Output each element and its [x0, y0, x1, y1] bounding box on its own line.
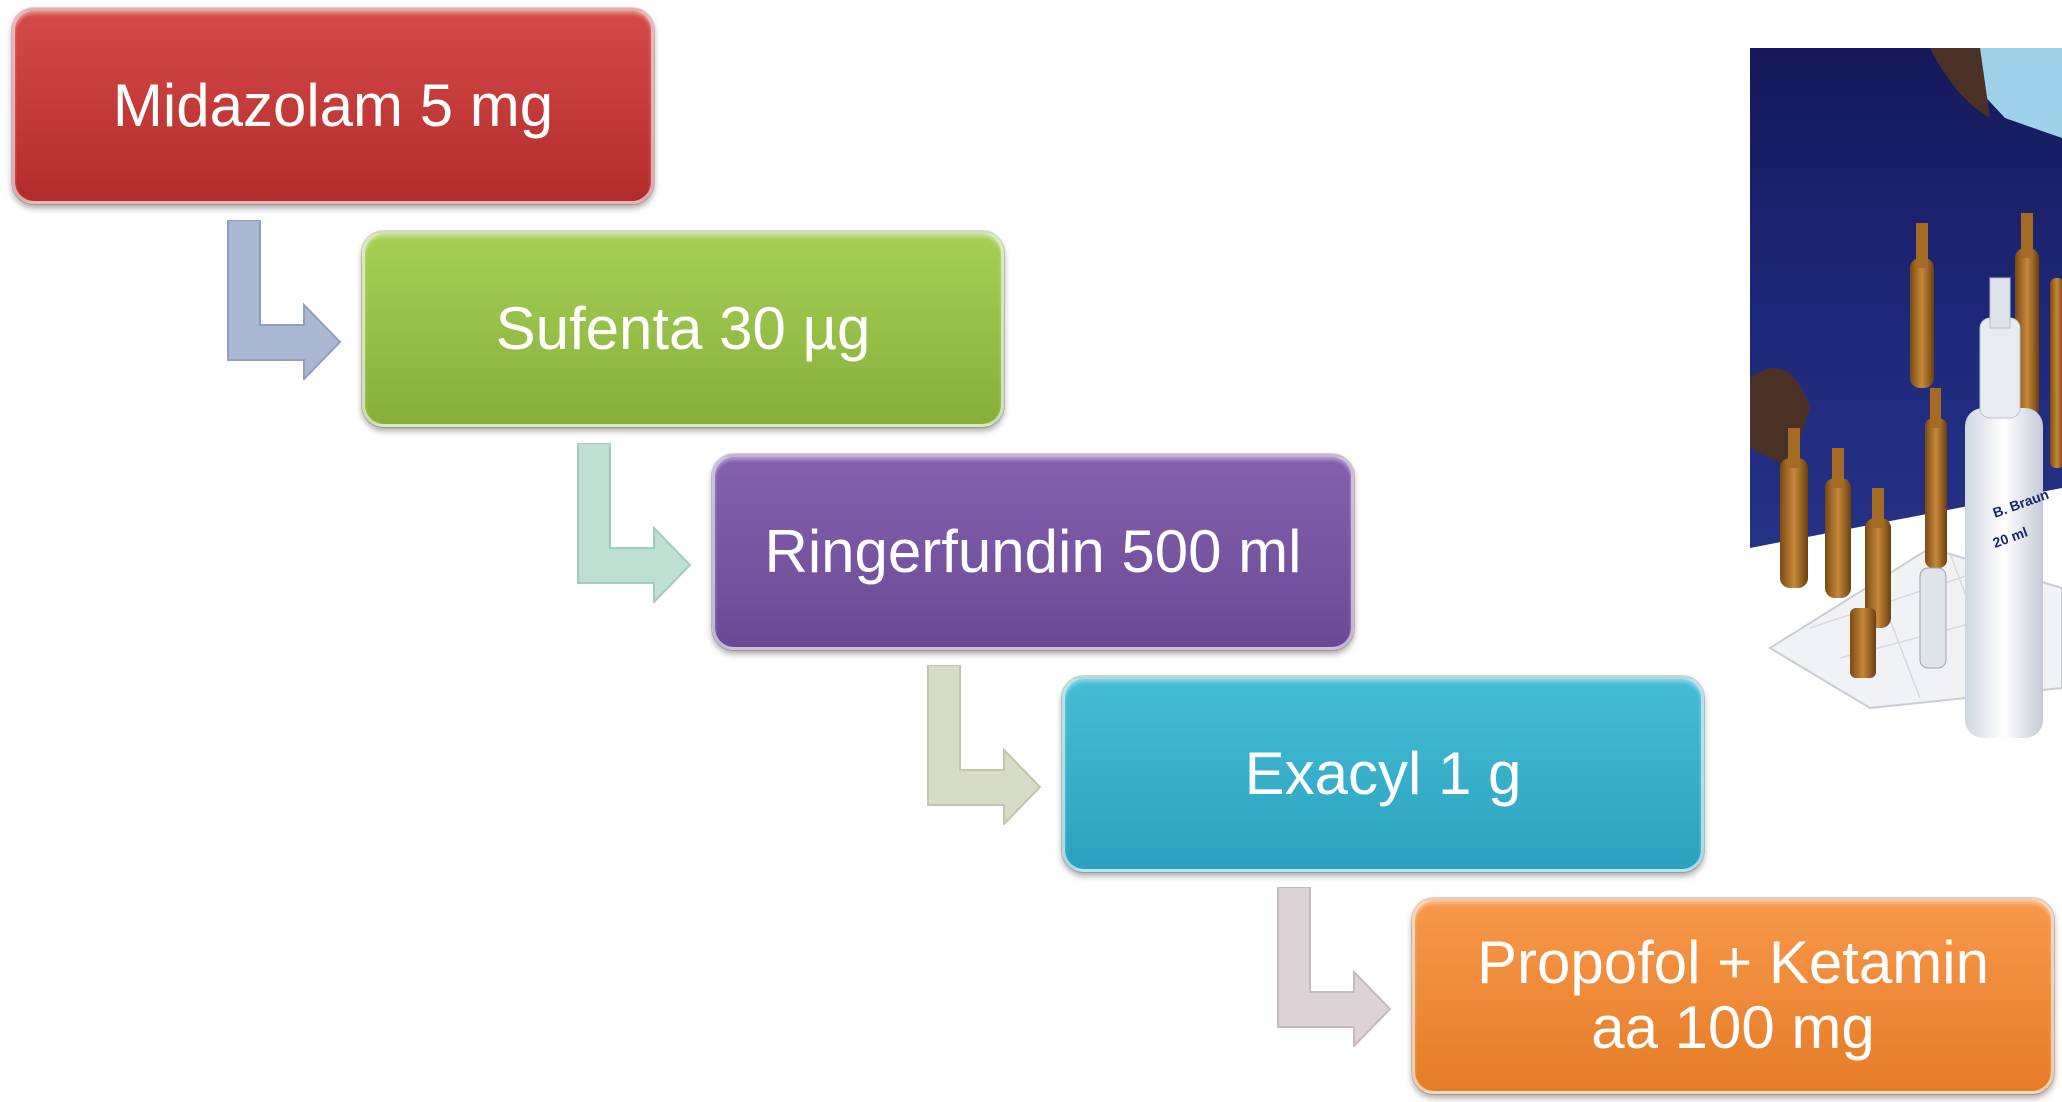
step-label: Exacyl 1 g	[1244, 739, 1522, 807]
step-propofol-ketamin: Propofol + Ketamin aa 100 mg	[1411, 897, 2055, 1095]
elbow-arrow-icon	[927, 665, 1042, 825]
step-label: Ringerfundin 500 ml	[764, 517, 1302, 585]
step-label: Midazolam 5 mg	[112, 71, 554, 139]
step-sufenta: Sufenta 30 µg	[361, 230, 1005, 428]
elbow-arrow-icon	[577, 443, 692, 603]
elbow-arrow-icon	[227, 220, 342, 380]
step-label: Sufenta 30 µg	[495, 294, 871, 362]
elbow-arrow-icon	[1277, 887, 1392, 1047]
step-ringerfundin: Ringerfundin 500 ml	[711, 453, 1355, 651]
ampoules-photo: B. Braun 20 ml	[1750, 48, 2062, 748]
step-label: Propofol + Ketamin aa 100 mg	[1477, 929, 1989, 1061]
ampoules-photo-image: B. Braun 20 ml	[1750, 48, 2062, 748]
step-midazolam: Midazolam 5 mg	[11, 7, 655, 205]
step-exacyl: Exacyl 1 g	[1061, 675, 1705, 873]
